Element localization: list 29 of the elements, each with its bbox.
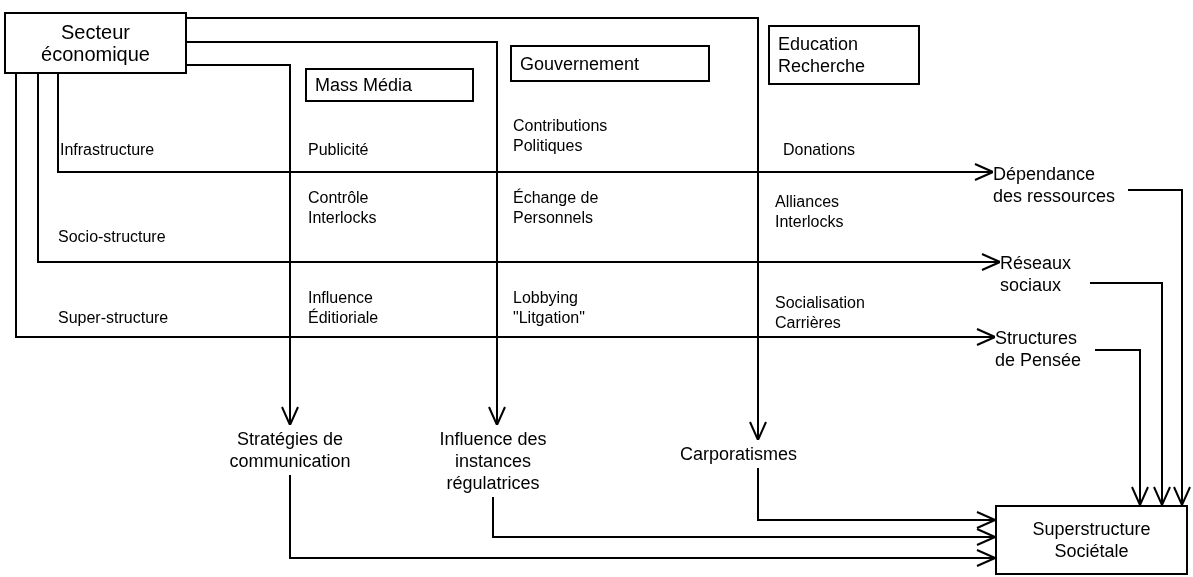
arrow	[757, 467, 996, 529]
flow-label: Super-structure	[58, 308, 170, 328]
arrow	[37, 73, 1001, 271]
arrow	[1089, 282, 1171, 506]
flow-label: Socialisation Carrières	[775, 293, 866, 333]
arrow	[15, 73, 996, 346]
arrow	[57, 73, 994, 181]
label-box: Gouvernement	[510, 45, 710, 82]
flow-label: Alliances Interlocks	[775, 192, 845, 232]
flow-label: Échange de Personnels	[513, 188, 600, 228]
arrow	[289, 474, 996, 567]
flow-label: Contrôle Interlocks	[308, 188, 378, 228]
arrow	[1094, 349, 1149, 506]
label-box: Education Recherche	[768, 25, 920, 85]
label-box: Superstructure Sociétale	[995, 505, 1188, 575]
arrow	[1127, 189, 1191, 506]
flow-label: Donations	[783, 140, 857, 160]
flow-label: Infrastructure	[60, 140, 156, 160]
arrow	[186, 41, 506, 426]
arrow	[186, 64, 299, 426]
flow-label: Publicité	[308, 140, 370, 160]
flow-label: Influence Éditioriale	[308, 288, 380, 328]
arrow	[186, 17, 767, 441]
flow-label: Lobbying "Litgation"	[513, 288, 586, 328]
flow-label: Socio-structure	[58, 227, 167, 247]
label-box: Mass Média	[305, 68, 474, 102]
label-box: Secteur économique	[4, 12, 187, 74]
flow-label: Contributions Politiques	[513, 116, 609, 156]
arrow	[492, 496, 996, 546]
